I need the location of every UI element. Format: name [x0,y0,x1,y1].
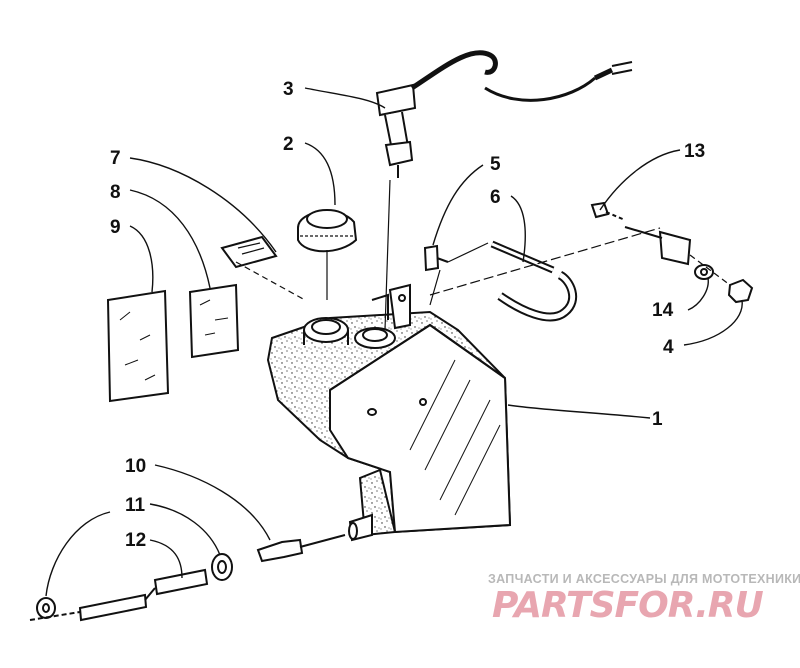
label-decal-8-part [188,283,240,359]
callout-2: 2 [283,134,294,155]
hose-clamp-11b-part [36,597,56,619]
callout-6: 6 [490,187,501,208]
hose-clamp-11a-part [211,553,233,581]
watermark-logo: PARTSFOR.RU [492,585,764,626]
callout-13: 13 [684,141,705,162]
washer-14-part [694,264,714,280]
level-sender-part [375,50,633,178]
callout-9: 9 [110,217,121,238]
callout-3: 3 [283,79,294,100]
assembly-lines [235,179,731,331]
callout-5: 5 [490,154,501,175]
nut-4-part [727,278,754,304]
vent-hose-part [490,240,578,322]
leader-lines [45,87,743,597]
oil-tank-part [266,283,512,542]
callout-labels: 1 2 3 4 5 6 7 8 9 10 11 12 13 14 [110,79,705,551]
callout-8: 8 [110,182,121,203]
callout-12: 12 [125,530,146,551]
drain-fitting-part [256,534,346,563]
callout-7: 7 [110,148,121,169]
callout-11: 11 [125,495,146,516]
small-decal-part [220,235,278,269]
callout-4: 4 [663,337,674,358]
callout-10: 10 [125,456,146,477]
label-decal-9-part [106,289,170,403]
fuel-line-part [29,568,209,622]
callout-1: 1 [652,409,663,430]
tank-cap-part [297,209,358,253]
callout-14: 14 [652,300,674,321]
elbow-fitting-part [423,244,449,272]
watermark-subtitle: ЗАПЧАСТИ И АКСЕССУАРЫ ДЛЯ МОТОТЕХНИКИ [488,572,800,586]
